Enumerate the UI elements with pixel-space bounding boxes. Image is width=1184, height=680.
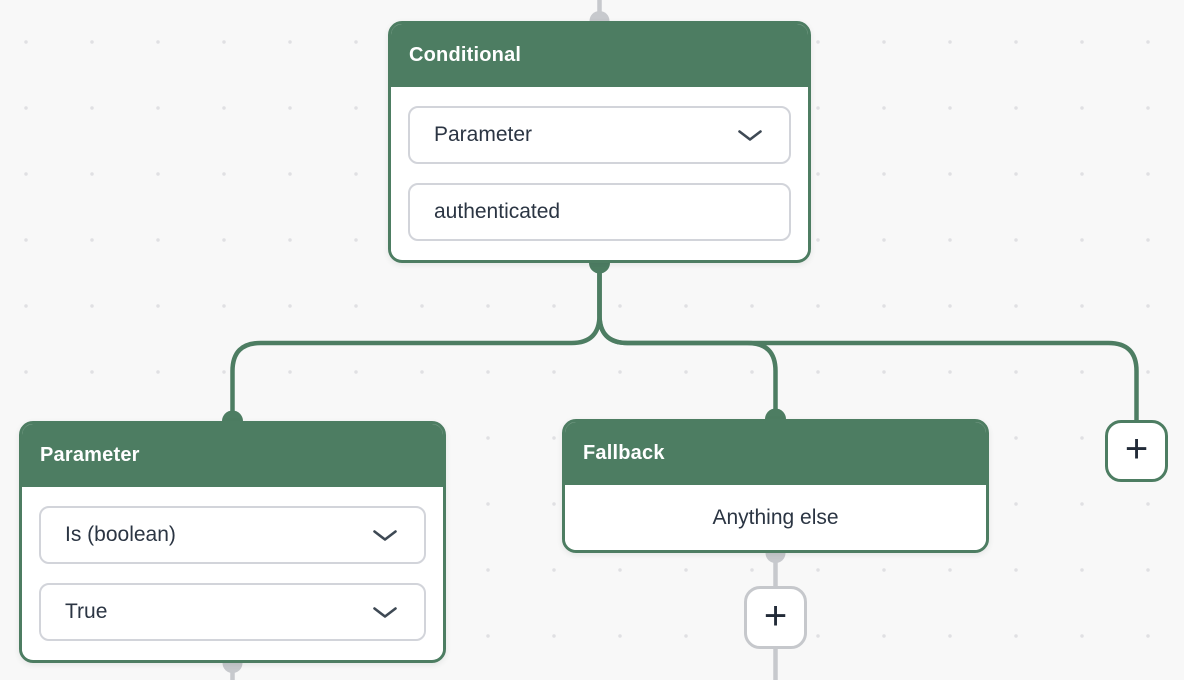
- edge-conditional-parameter: [230, 263, 602, 421]
- select-value: Parameter: [434, 123, 533, 146]
- chevron-down-icon: [738, 129, 762, 141]
- node-conditional-body: Parameter: [391, 87, 808, 259]
- select-value: True: [65, 600, 108, 623]
- node-fallback[interactable]: Fallback Anything else: [562, 419, 989, 553]
- node-title: Parameter: [40, 444, 140, 466]
- conditional-parameter-input[interactable]: [408, 183, 791, 241]
- node-fallback-header[interactable]: Fallback: [565, 422, 986, 485]
- node-parameter[interactable]: Parameter Is (boolean) True: [19, 421, 446, 663]
- add-branch-button[interactable]: +: [1105, 420, 1168, 482]
- node-fallback-body: Anything else: [565, 485, 986, 550]
- node-title: Conditional: [409, 44, 522, 66]
- node-conditional[interactable]: Conditional Parameter: [388, 21, 811, 263]
- node-parameter-header[interactable]: Parameter: [22, 424, 443, 487]
- select-value: Is (boolean): [65, 523, 176, 546]
- node-title: Fallback: [583, 442, 665, 464]
- plus-icon: +: [1124, 427, 1149, 471]
- chevron-down-icon: [373, 529, 397, 541]
- parameter-operator-select[interactable]: Is (boolean): [39, 506, 426, 564]
- edge-conditional-add-branch: [597, 263, 1139, 420]
- parameter-value-select[interactable]: True: [39, 583, 426, 641]
- plus-icon: +: [763, 593, 788, 638]
- chevron-down-icon: [373, 606, 397, 618]
- add-block-button[interactable]: +: [744, 586, 807, 649]
- node-parameter-body: Is (boolean) True: [22, 487, 443, 659]
- conditional-type-select[interactable]: Parameter: [408, 106, 791, 164]
- node-conditional-header[interactable]: Conditional: [391, 24, 808, 87]
- fallback-label: Anything else: [712, 505, 839, 529]
